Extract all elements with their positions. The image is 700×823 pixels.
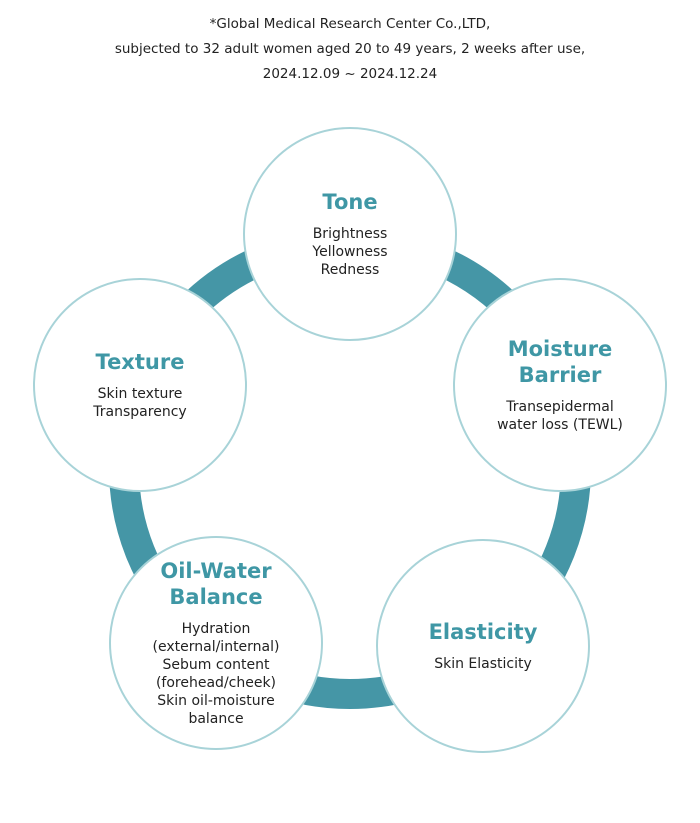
note-line: *Global Medical Research Center Co.,LTD, — [209, 16, 491, 32]
node-detail: Sebum content — [162, 657, 270, 673]
node-detail: Skin oil-moisture — [157, 693, 275, 709]
node-detail: Skin texture — [97, 386, 183, 402]
node-circle-elasticity — [376, 539, 590, 753]
node-detail: Transepidermal — [506, 399, 614, 415]
node-detail: (forehead/cheek) — [155, 675, 277, 691]
node-detail: Yellowness — [312, 244, 388, 260]
node-title: Oil-Water Balance — [160, 559, 272, 609]
node-title: Elasticity — [428, 620, 538, 644]
node-title: Tone — [322, 190, 378, 214]
node-circle-moisture — [453, 278, 667, 492]
note-line: 2024.12.09 ~ 2024.12.24 — [262, 66, 438, 82]
node-circle-texture — [33, 278, 247, 492]
note-line: subjected to 32 adult women aged 20 to 4… — [114, 41, 586, 57]
node-detail: water loss (TEWL) — [497, 417, 623, 433]
study-note: *Global Medical Research Center Co.,LTD,… — [0, 12, 700, 87]
node-detail: (external/internal) — [152, 639, 280, 655]
node-detail: balance — [188, 711, 244, 727]
node-circle-tone — [243, 127, 457, 341]
node-circle-oil-water — [109, 536, 323, 750]
node-detail: Redness — [320, 262, 380, 278]
node-detail: Brightness — [312, 226, 388, 242]
node-detail: Hydration — [181, 621, 251, 637]
node-title: Texture — [95, 350, 185, 374]
node-detail: Skin Elasticity — [434, 656, 532, 672]
node-title: Moisture Barrier — [507, 337, 613, 387]
node-detail: Transparency — [93, 404, 187, 420]
